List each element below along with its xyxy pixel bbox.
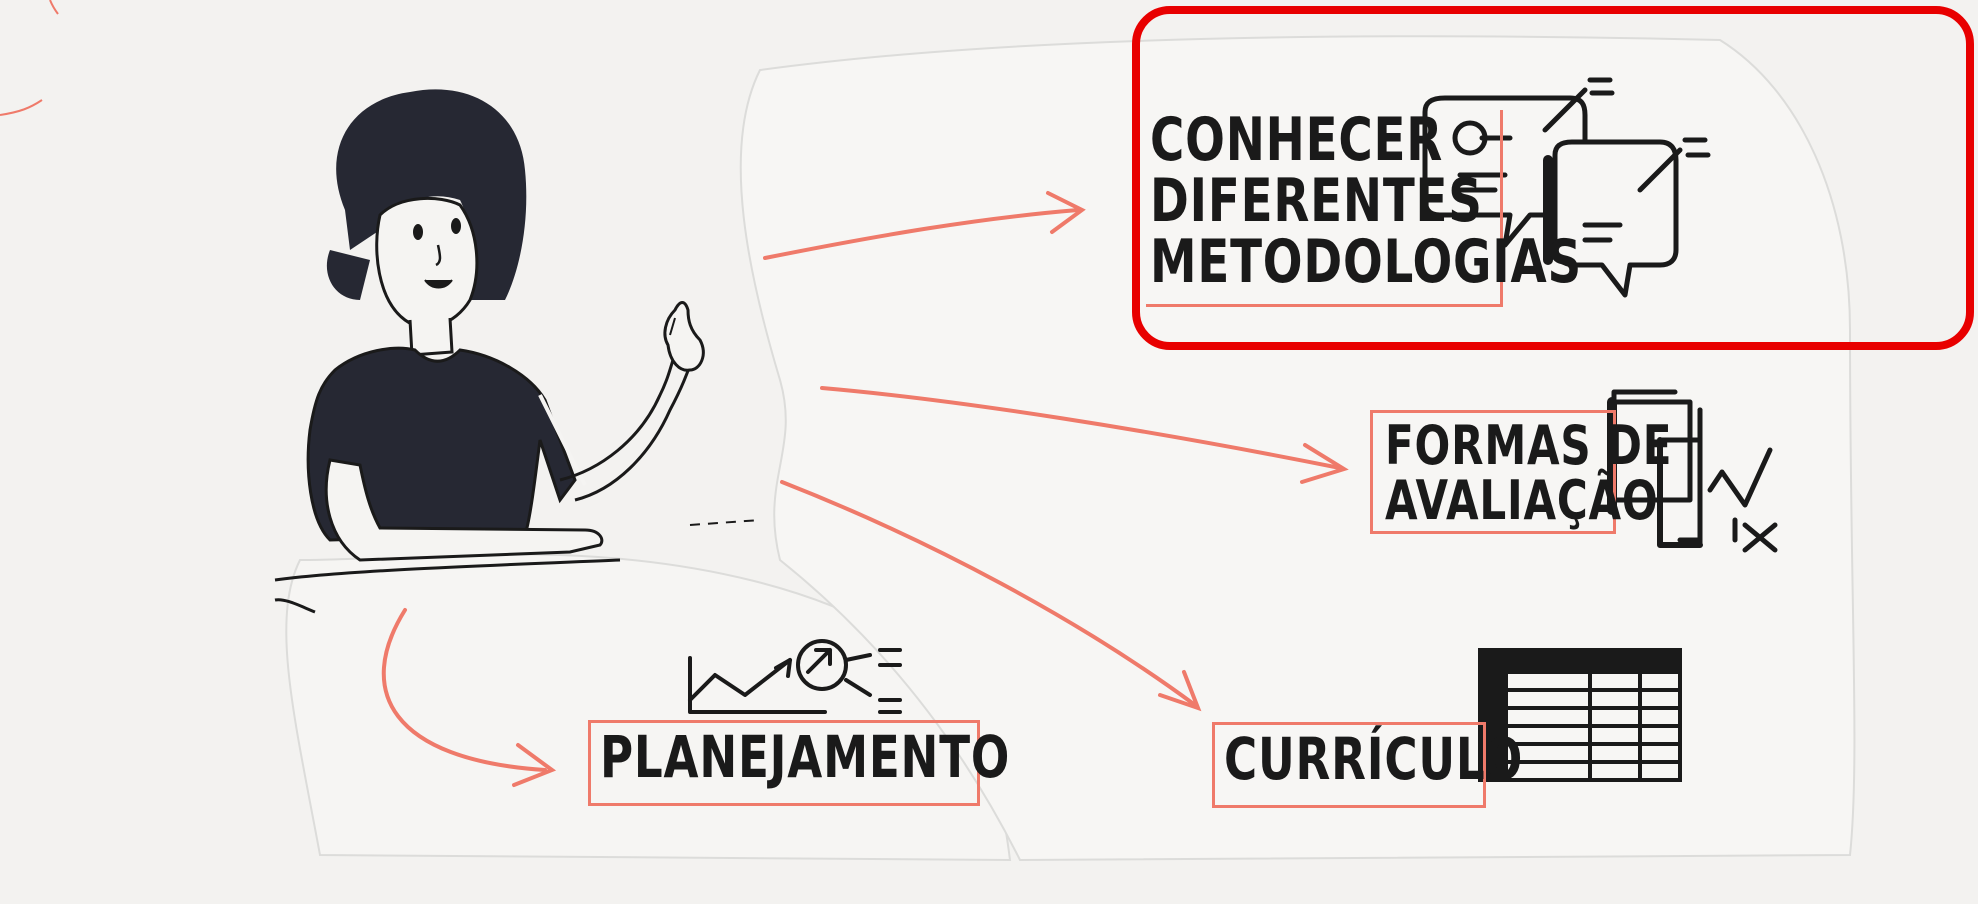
arrow-to-avaliacao [820, 386, 1342, 470]
label-avaliacao-line-1: FORMAS DE [1385, 414, 1673, 477]
speech-bubbles-icon [1422, 77, 1711, 298]
label-metodologias-line-1: CONHECER [1150, 105, 1444, 175]
highlight-box [1132, 6, 1974, 350]
label-metodologias: CONHECER DIFERENTES METODOLOGIAS [1150, 105, 1582, 298]
label-avaliacao: FORMAS DE AVALIAÇÃO [1385, 418, 1672, 528]
avaliacao-box [1370, 410, 1616, 534]
planejamento-box [588, 720, 980, 806]
arrow-to-curriculo [780, 480, 1197, 707]
torso [306, 346, 577, 542]
chart-magnifier-icon [688, 639, 902, 714]
label-planejamento: PLANEJAMENTO [600, 727, 1010, 787]
arrow-to-metodologias [763, 208, 1080, 260]
label-planejamento-text: PLANEJAMENTO [600, 723, 1011, 791]
curriculo-box [1212, 722, 1486, 808]
corner-stroke-2 [49, 0, 59, 15]
label-curriculo-text: CURRÍCULO [1224, 725, 1524, 793]
arrows [381, 191, 1349, 787]
table-icon [1478, 648, 1682, 782]
metodologias-box [1146, 110, 1503, 307]
label-avaliacao-line-2: AVALIAÇÃO [1385, 469, 1659, 533]
label-metodologias-line-2: DIFERENTES [1150, 166, 1483, 237]
face [375, 196, 479, 329]
label-curriculo: CURRÍCULO [1224, 729, 1523, 789]
arrow-to-planejamento [381, 608, 547, 772]
label-metodologias-line-3: METODOLOGIAS [1150, 227, 1582, 298]
corner-stroke [0, 99, 43, 116]
hair [336, 89, 527, 300]
woman-illustration [274, 89, 761, 614]
